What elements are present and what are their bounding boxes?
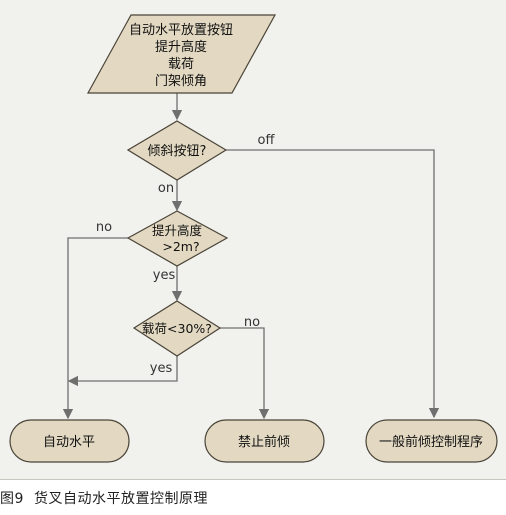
end-general-tilt-control-label: 一般前倾控制程序 [379,434,483,450]
decision-tilt-label: 倾斜按钮? [148,144,207,159]
label-off: off [258,133,276,148]
figure-caption: 货叉自动水平放置控制原理 [34,491,208,507]
flowchart: 自动水平放置按钮 提升高度 载荷 门架倾角 倾斜按钮? off on 提升高度 … [9,14,498,463]
label-height-yes: yes [153,268,176,283]
end-forbid-forward-tilt [204,419,325,463]
decision-load-label: 载荷<30%? [142,321,212,336]
start-line-1: 自动水平放置按钮 [129,23,233,38]
decision-tilt-button [126,120,228,181]
end-auto-horizontal-label: 自动水平 [43,435,95,450]
start-line-2: 提升高度 [155,39,207,55]
decision-load [132,300,222,357]
figure-number: 图9 [0,491,24,507]
end-general-tilt-control [365,419,498,463]
label-on: on [158,181,174,196]
label-load-yes: yes [150,361,173,376]
connector-load-no-to-forbid [220,327,270,420]
label-height-no: no [96,220,112,235]
start-line-4: 门架倾角 [155,74,207,89]
figure-panel [0,0,506,480]
caption-bar [0,480,506,515]
connector-load-yes-to-auto [67,356,178,387]
start-input-node [86,14,277,94]
decision-lift-height [126,210,229,267]
connectors [62,93,440,420]
decision-height-line-2: >2m? [162,239,199,254]
start-line-3: 载荷 [168,57,194,72]
end-forbid-forward-tilt-label: 禁止前倾 [238,434,290,450]
end-auto-horizontal [9,419,130,463]
connector-height-no-to-auto [62,237,128,420]
label-load-no: no [244,315,260,330]
decision-height-line-1: 提升高度 [152,223,203,238]
connector-off-to-general [226,149,440,419]
